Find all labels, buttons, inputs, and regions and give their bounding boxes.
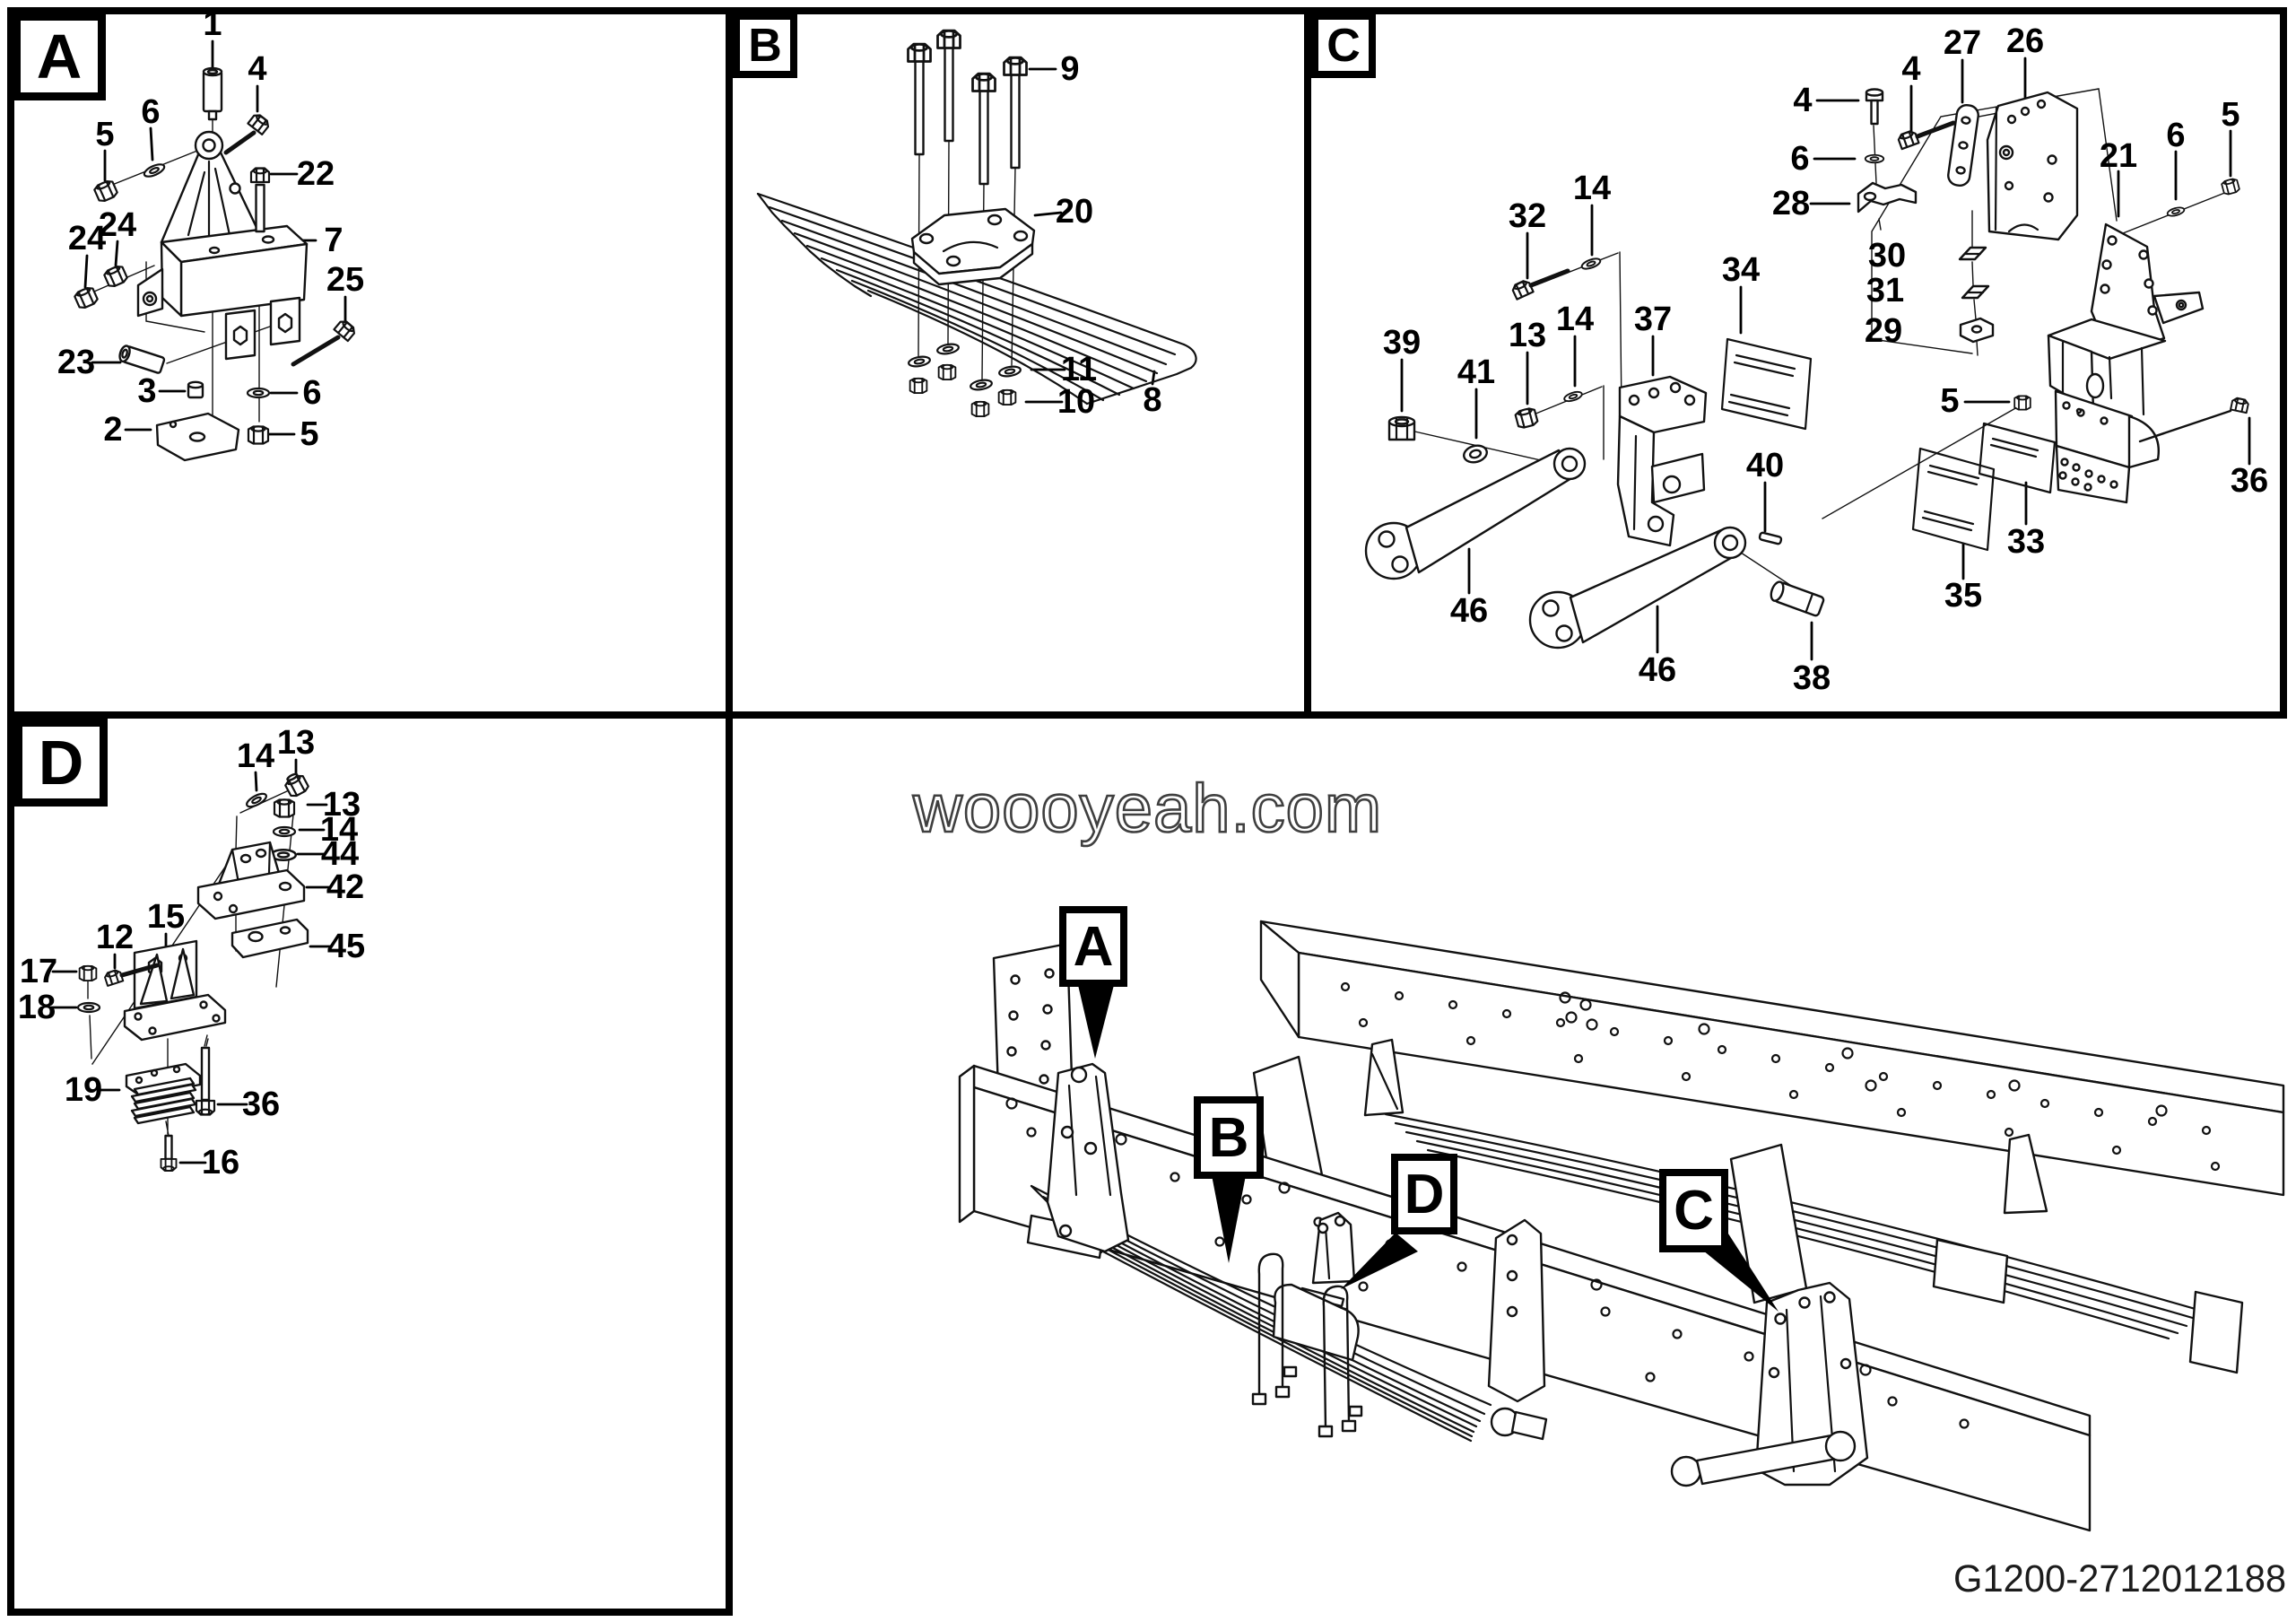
part-callout-22: 22 — [296, 155, 335, 193]
part-callout-26: 26 — [2005, 22, 2045, 60]
part-callout-14: 14 — [319, 811, 359, 849]
part-callout-4: 4 — [1793, 82, 1813, 119]
part-callout-4: 4 — [1901, 50, 1921, 88]
part-callout-41: 41 — [1457, 353, 1496, 391]
drawing-code: G1200-2712012188 — [1953, 1557, 2287, 1600]
part-callout-23: 23 — [57, 344, 96, 381]
part-callout-31: 31 — [1866, 272, 1905, 310]
part-callout-1: 1 — [203, 5, 222, 43]
part-callout-21: 21 — [2099, 137, 2138, 175]
part-callout-3: 3 — [137, 372, 157, 410]
part-callout-44: 44 — [320, 835, 360, 873]
part-callout-9: 9 — [1060, 50, 1080, 88]
part-callout-14: 14 — [1555, 301, 1595, 338]
overview-marker-c: C — [1659, 1169, 1728, 1252]
part-callout-24: 24 — [67, 220, 107, 257]
part-callout-4: 4 — [248, 50, 267, 88]
part-callout-38: 38 — [1792, 659, 1831, 697]
part-callout-13: 13 — [1508, 317, 1547, 354]
watermark-text: woooyeah.com — [912, 770, 1383, 849]
part-callout-7: 7 — [324, 222, 344, 259]
part-callout-15: 15 — [146, 898, 186, 936]
part-callout-17: 17 — [19, 953, 58, 990]
panel-d-art — [49, 758, 333, 1173]
part-callout-20: 20 — [1055, 193, 1094, 231]
part-callout-25: 25 — [326, 261, 365, 299]
panel-borders — [7, 7, 2287, 1616]
part-callout-33: 33 — [2006, 523, 2046, 561]
part-callout-14: 14 — [236, 737, 275, 775]
part-callout-24: 24 — [98, 206, 137, 244]
part-callout-42: 42 — [326, 868, 365, 906]
panel-d-label: D — [14, 719, 108, 807]
part-callout-11: 11 — [1060, 351, 1098, 388]
part-callout-27: 27 — [1943, 24, 1982, 62]
overview-assembly-art — [958, 920, 2285, 1532]
part-callout-12: 12 — [95, 919, 135, 956]
part-callout-16: 16 — [201, 1144, 240, 1182]
part-callout-28: 28 — [1771, 185, 1811, 222]
part-callout-46: 46 — [1638, 651, 1677, 689]
part-callout-18: 18 — [17, 989, 57, 1026]
overview-marker-d: D — [1391, 1154, 1457, 1234]
part-callout-6: 6 — [2166, 117, 2186, 154]
part-callout-5: 5 — [95, 116, 115, 153]
part-callout-36: 36 — [241, 1086, 281, 1123]
part-callout-6: 6 — [141, 93, 161, 131]
part-callout-5: 5 — [1940, 382, 1960, 420]
part-callout-2: 2 — [103, 411, 123, 449]
panel-c-art — [91, 57, 2251, 1065]
part-callout-5: 5 — [2221, 96, 2240, 134]
part-callout-19: 19 — [64, 1071, 103, 1109]
overview-marker-b: B — [1194, 1096, 1264, 1179]
part-callout-6: 6 — [302, 374, 322, 412]
part-callout-14: 14 — [1572, 170, 1612, 207]
part-callout-6: 6 — [1790, 140, 1810, 178]
part-callout-39: 39 — [1382, 324, 1422, 362]
part-callout-5: 5 — [300, 415, 319, 453]
part-callout-34: 34 — [1721, 251, 1761, 289]
part-callout-45: 45 — [326, 928, 366, 965]
part-callout-10: 10 — [1057, 383, 1096, 421]
part-callout-30: 30 — [1867, 237, 1907, 275]
part-callout-40: 40 — [1745, 447, 1785, 484]
part-callout-35: 35 — [1944, 577, 1983, 615]
panel-b-art — [756, 29, 1197, 418]
part-callout-36: 36 — [2230, 462, 2269, 500]
part-callout-32: 32 — [1508, 197, 1547, 235]
panel-a-label: A — [13, 13, 106, 100]
part-callout-37: 37 — [1633, 301, 1673, 338]
part-callout-8: 8 — [1143, 381, 1162, 419]
part-callout-46: 46 — [1449, 592, 1489, 630]
panel-b-label: B — [733, 13, 797, 78]
overview-marker-a: A — [1059, 906, 1127, 987]
panel-a-art — [72, 39, 358, 462]
part-callout-29: 29 — [1864, 312, 1903, 350]
part-callout-13: 13 — [322, 786, 361, 824]
part-callout-13: 13 — [276, 724, 316, 762]
panel-c-label: C — [1311, 13, 1376, 78]
